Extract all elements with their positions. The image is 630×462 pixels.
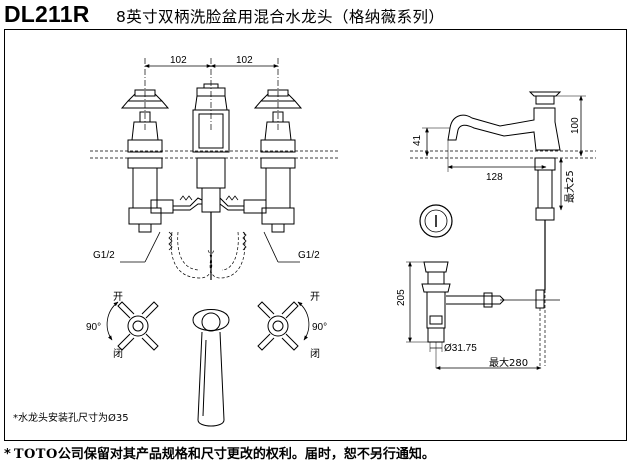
right-cross-handle [257, 301, 310, 351]
close-label-left: 闭 [113, 347, 123, 360]
dim-max25: 最大25 [563, 170, 576, 203]
angle-label-right: 90° [312, 322, 327, 333]
dim-205: 205 [396, 289, 407, 306]
dim-128: 128 [486, 172, 503, 183]
center-lever [192, 309, 230, 427]
disclaimer-text: 公司保留对其产品规格和尺寸更改的权利。届时，恕不另行通知。 [57, 447, 435, 462]
dim-max280: 最大280 [489, 356, 528, 369]
model-number: DL211R [4, 1, 90, 27]
dim-102-left: 102 [170, 55, 187, 66]
mounting-hole-note: *水龙头安装孔尺寸为Ø35 [13, 411, 129, 424]
inlet-label-left: G1/2 [93, 250, 115, 261]
dim-100: 100 [570, 117, 581, 134]
product-title: 8英寸双柄洗脸盆用混合水龙头（格纳薇系列） [116, 8, 445, 26]
header: DL211R 8英寸双柄洗脸盆用混合水龙头（格纳薇系列） [0, 0, 630, 28]
angle-label-left: 90° [86, 322, 101, 333]
drain-view [406, 204, 560, 370]
close-label-right: 闭 [310, 347, 320, 360]
dim-41: 41 [412, 134, 423, 146]
footer-star: * [4, 447, 11, 462]
left-handle [120, 89, 174, 233]
drawing-frame [4, 29, 627, 441]
inlet-label-right: G1/2 [298, 250, 320, 261]
brand-name: TOTO [13, 447, 58, 462]
handle-operation [106, 301, 310, 427]
open-label-right: 开 [310, 292, 320, 303]
right-handle [243, 89, 303, 233]
side-view [410, 91, 596, 290]
left-cross-handle [106, 301, 159, 351]
open-label-left: 开 [113, 292, 123, 303]
footer-disclaimer: *TOTO公司保留对其产品规格和尺寸更改的权利。届时，恕不另行通知。 [4, 443, 435, 462]
front-view [90, 58, 340, 280]
dim-102-right: 102 [236, 55, 253, 66]
dim-diameter-31-75: Ø31.75 [444, 343, 477, 354]
